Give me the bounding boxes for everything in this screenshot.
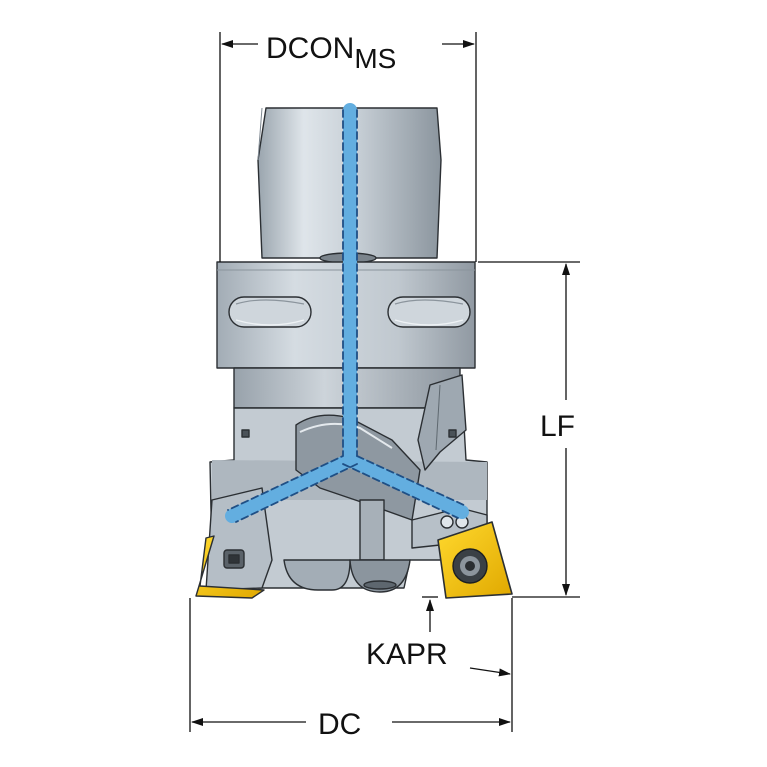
head-screw-left bbox=[241, 429, 250, 438]
lf-label: LF bbox=[540, 410, 575, 443]
bottom-lobe-left bbox=[283, 559, 351, 591]
dc-label: DC bbox=[318, 708, 361, 741]
dimension-lines bbox=[189, 32, 580, 732]
kapr-leader-right bbox=[469, 667, 511, 677]
coolant-channels bbox=[225, 103, 469, 523]
right-insert bbox=[437, 521, 513, 599]
head-screw-right bbox=[448, 429, 457, 438]
left-key-slot bbox=[228, 296, 312, 328]
right-key-slot bbox=[387, 296, 471, 328]
kapr-label: KAPR bbox=[366, 638, 448, 671]
left-insert bbox=[195, 535, 265, 599]
dcon-label: DCONMS bbox=[266, 32, 396, 74]
